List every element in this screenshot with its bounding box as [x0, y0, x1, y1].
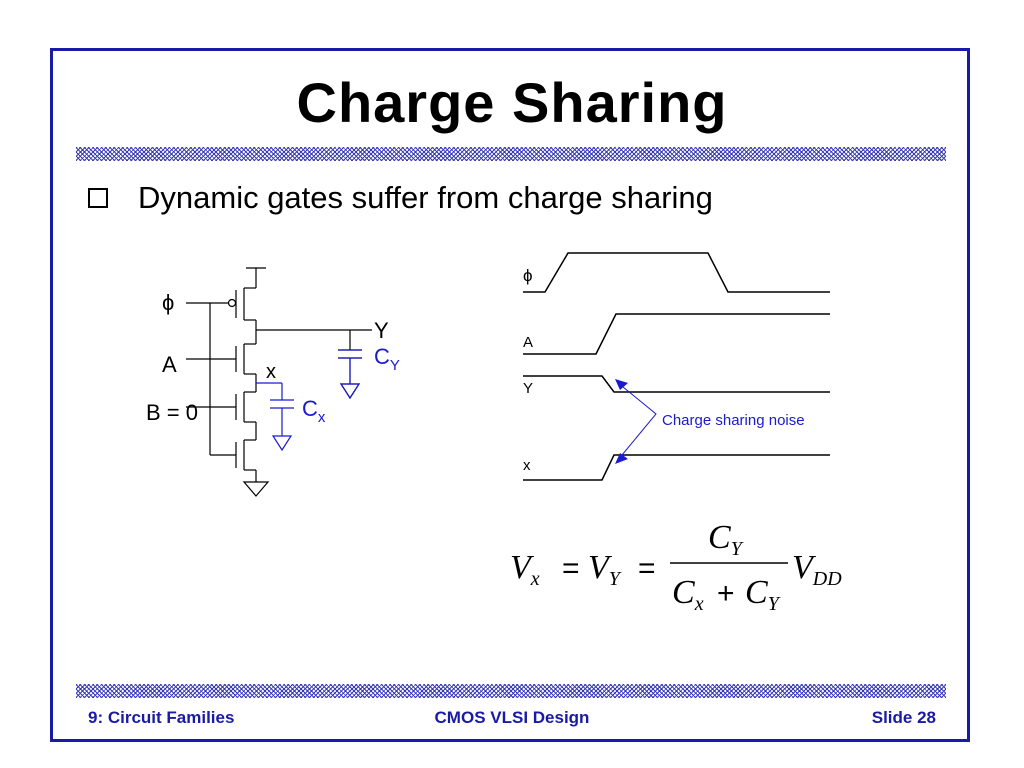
cx-label: Cx: [302, 396, 326, 426]
title-divider: [76, 147, 946, 161]
eq-vy: VY: [588, 549, 622, 590]
circuit-x-label: x: [266, 361, 276, 383]
a-waveform: [523, 313, 830, 355]
cx-capacitor: [256, 382, 294, 452]
footer-divider: [76, 684, 946, 698]
eq-vx: Vx: [510, 549, 540, 590]
y-waveform: [523, 375, 830, 393]
phi-waveform: [523, 252, 830, 293]
dynamic-gate-circuit: [186, 267, 372, 497]
cy-capacitor-color: [338, 349, 362, 400]
eq-numerator: CY: [708, 519, 744, 560]
slide-frame: [50, 48, 970, 742]
eq-plus: +: [717, 577, 735, 610]
eq-denominator-cy: CY: [745, 574, 781, 615]
bullet-text: Dynamic gates suffer from charge sharing: [138, 180, 713, 215]
wave-x-label: x: [523, 457, 531, 474]
bullet-box-icon: [88, 188, 108, 208]
eq-denominator-cx: Cx: [672, 574, 704, 615]
charge-sharing-equation: Vx = VY = CY Cx + CY VDD: [510, 519, 842, 615]
eq-equals-1: =: [562, 552, 580, 585]
x-waveform: [523, 454, 830, 481]
wave-phi-label: ϕ: [523, 266, 533, 285]
circuit-y-label: Y: [374, 318, 389, 343]
slide-title: Charge Sharing: [296, 71, 728, 134]
eq-vdd: VDD: [792, 549, 842, 590]
circuit-phi-label: ϕ: [162, 290, 174, 315]
wave-y-label: Y: [523, 380, 533, 397]
footer-slide-number: Slide 28: [871, 708, 936, 727]
wave-a-label: A: [523, 334, 533, 351]
noise-arrowhead-top: [615, 379, 628, 390]
noise-pointer: [616, 381, 657, 462]
timing-waveforms: [523, 252, 830, 481]
noise-label: Charge sharing noise: [662, 412, 805, 429]
footer-course: CMOS VLSI Design: [434, 708, 590, 727]
cy-label: CY: [374, 344, 400, 374]
circuit-a-label: A: [162, 352, 177, 377]
noise-arrowhead-bottom: [615, 453, 628, 464]
footer-chapter: 9: Circuit Families: [88, 708, 235, 727]
circuit-b-label: B = 0: [146, 400, 198, 425]
eq-equals-2: =: [638, 552, 656, 585]
